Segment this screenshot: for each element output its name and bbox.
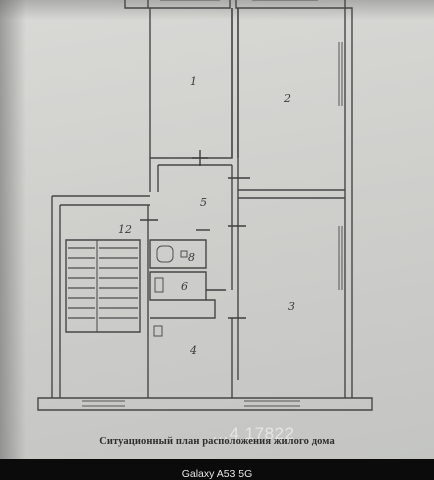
- room-2-outline: [237, 8, 345, 191]
- bathroom-8-outline: [149, 239, 207, 269]
- listing-watermark: …4 17822: [212, 424, 295, 443]
- wall-bottom: [37, 397, 373, 411]
- room-5-number: 5: [200, 196, 207, 209]
- room-12-number: 12: [118, 223, 132, 236]
- floor-plan-photo: 1 2 3 4 5 6 8 12 …4 17822: [0, 0, 434, 459]
- room-4-outline: [147, 318, 233, 398]
- floor-plan-drawing: 1 2 3 4 5 6 8 12: [37, 0, 373, 411]
- bathroom-6-outline: [149, 271, 207, 301]
- photo-top-shadow: [0, 0, 434, 20]
- wall-top-right: [235, 0, 346, 9]
- camera-watermark-bar: [0, 459, 434, 480]
- plan-caption: Ситуационный план расположения жилого до…: [99, 436, 335, 447]
- room-6-number: 6: [181, 280, 188, 293]
- wall-top-left: [124, 0, 149, 9]
- room-4-number: 4: [189, 344, 197, 357]
- corridor-outline: [149, 158, 232, 192]
- room-1-number: 1: [190, 75, 197, 88]
- wall-stair-top: [52, 195, 150, 206]
- device-label: Galaxy A53 5G: [181, 468, 253, 480]
- room-3-number: 3: [288, 300, 295, 313]
- room-8-number: 8: [188, 251, 195, 264]
- wall-right-outer: [345, 7, 353, 398]
- wall-left: [51, 196, 61, 398]
- stairwell-outline: [65, 239, 141, 333]
- wall-top-middle: [148, 0, 231, 9]
- photo-edge-shadow: [0, 0, 26, 459]
- room-2-number: 2: [283, 92, 291, 105]
